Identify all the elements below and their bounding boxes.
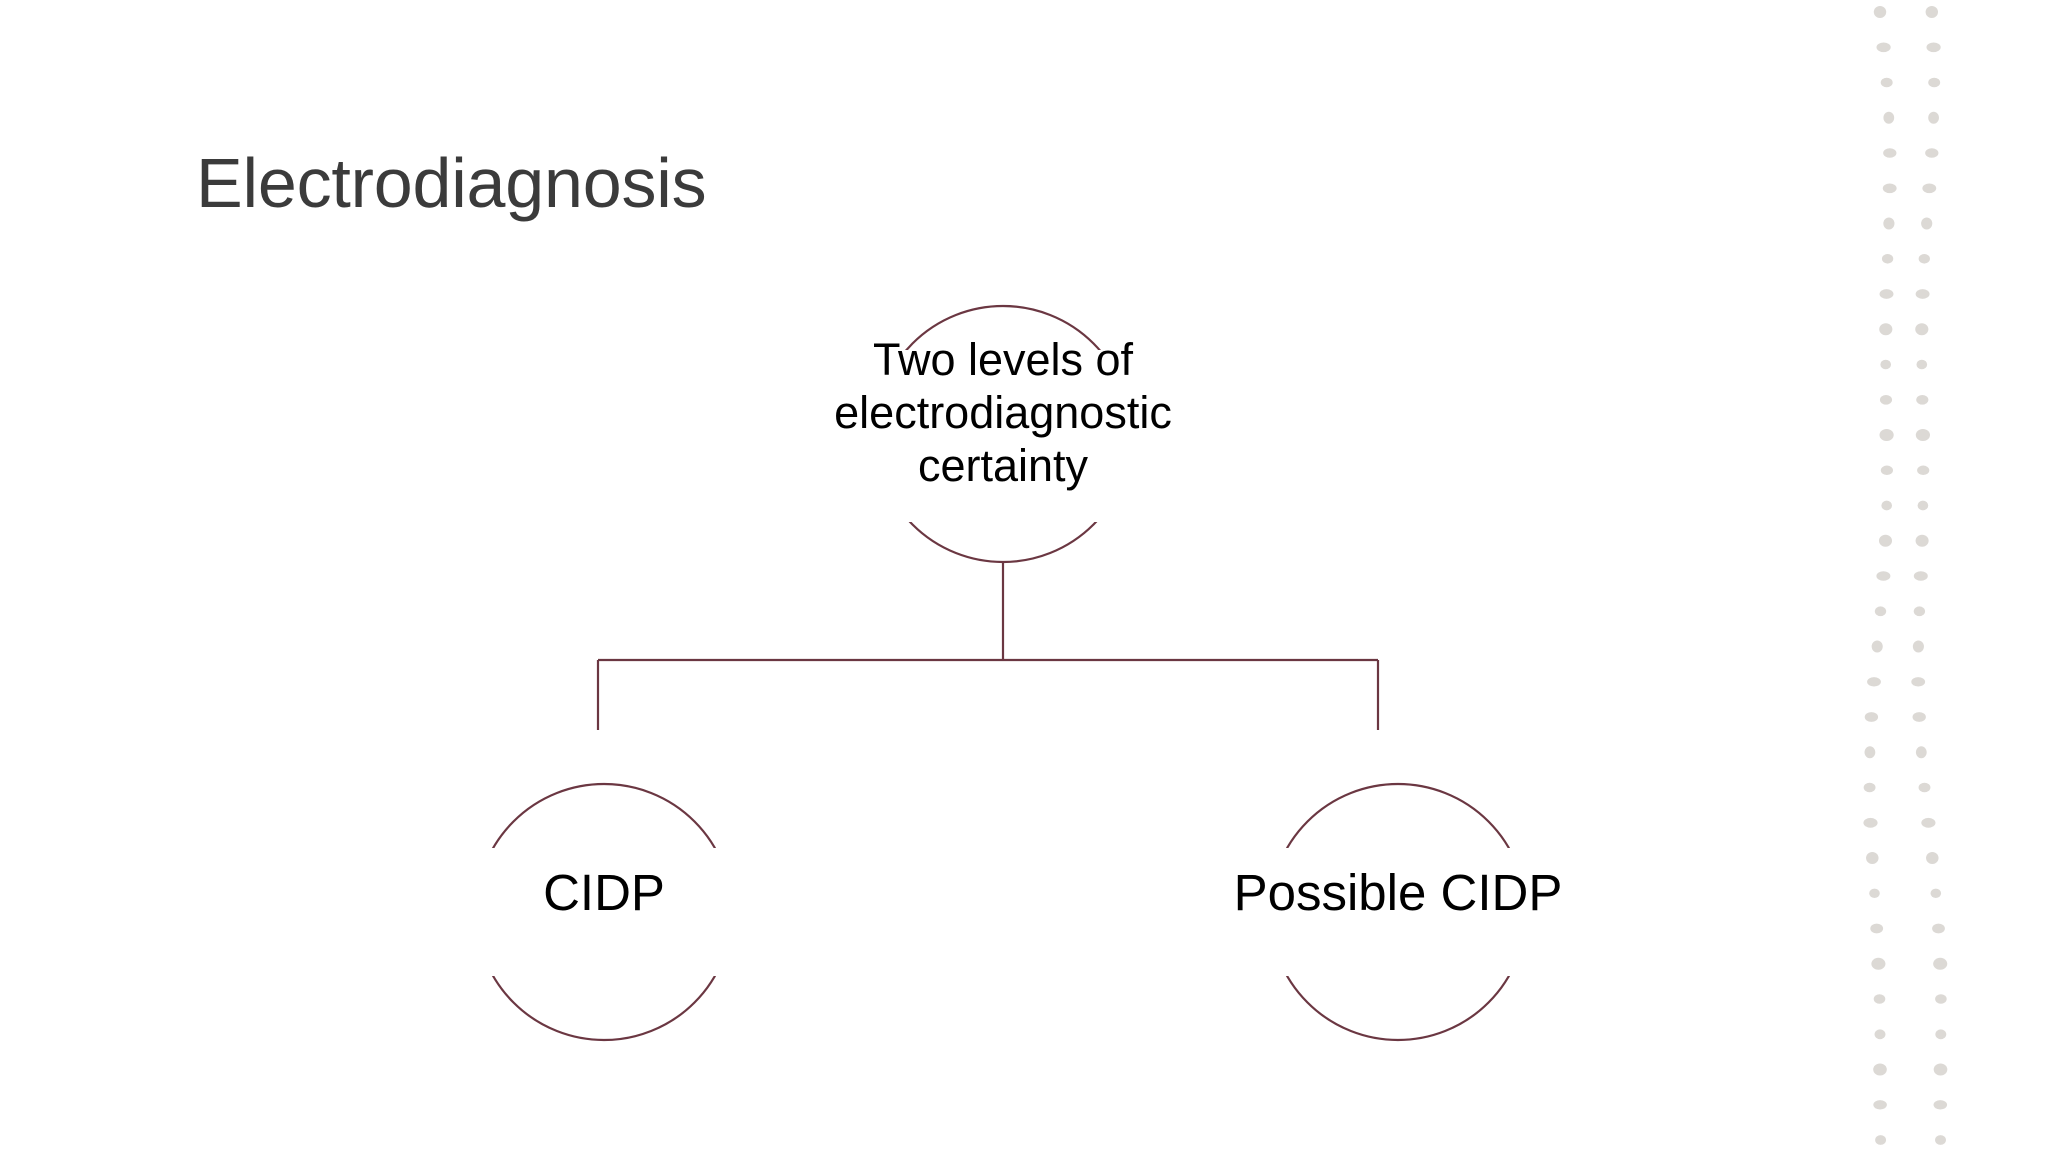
node-cidp-circle[interactable] bbox=[466, 782, 742, 1042]
connector-lines bbox=[596, 562, 1380, 730]
page-title: Electrodiagnosis bbox=[196, 144, 707, 222]
node-possible-cidp-circle[interactable] bbox=[1260, 782, 1536, 1042]
node-root-circle[interactable] bbox=[860, 304, 1150, 564]
